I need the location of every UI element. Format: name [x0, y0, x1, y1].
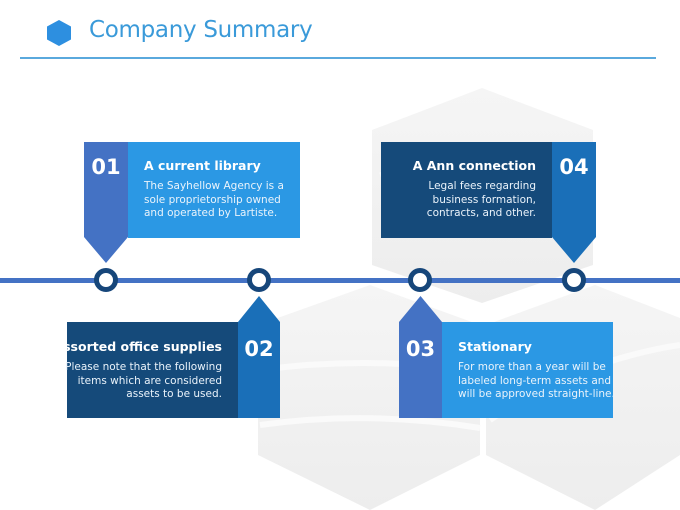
timeline-line: [0, 278, 680, 283]
card-04: A Ann connection Legal fees regarding bu…: [381, 142, 552, 238]
card-02: Assorted office supplies Please note tha…: [53, 322, 238, 418]
card-01: A current library The Sayhellow Agency i…: [128, 142, 300, 238]
card-03: Stationary For more than a year will be …: [442, 322, 615, 418]
number-tab-04: [552, 142, 596, 263]
card-body-03: For more than a year will be labeled lon…: [458, 361, 615, 400]
timeline-node-01: [94, 268, 118, 292]
number-tab-03: [399, 296, 442, 418]
card-heading-03: Stationary: [458, 339, 532, 354]
item-number-02: 02: [244, 337, 274, 361]
bg-swoosh: [259, 415, 481, 431]
number-tab-01: [84, 142, 128, 263]
item-number-01: 01: [91, 155, 121, 179]
card-heading-04: A Ann connection: [412, 158, 536, 173]
timeline-node-02: [247, 268, 271, 292]
timeline-node-03: [408, 268, 432, 292]
card-body-01: The Sayhellow Agency is a sole proprieto…: [144, 180, 284, 219]
card-body-04: Legal fees regarding business formation,…: [426, 180, 536, 219]
title-divider: [20, 57, 656, 59]
timeline-node-04: [562, 268, 586, 292]
number-tab-02: [238, 296, 280, 418]
item-number-04: 04: [559, 155, 589, 179]
item-number-03: 03: [405, 337, 436, 361]
card-heading-02: Assorted office supplies: [53, 339, 222, 354]
card-body-02: Please note that the following items whi…: [65, 361, 222, 400]
page-title: Company Summary: [89, 17, 313, 43]
hexagon-icon: [47, 20, 71, 46]
card-heading-01: A current library: [144, 158, 261, 173]
